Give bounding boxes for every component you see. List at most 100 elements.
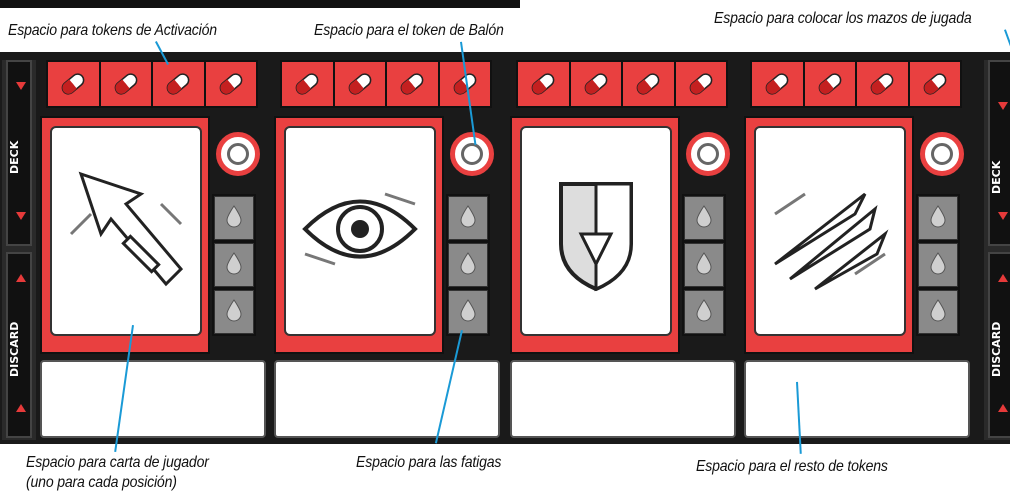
other-tokens-space[interactable] xyxy=(274,360,500,438)
fatigue-slot[interactable] xyxy=(214,196,254,240)
claw-slash-icon xyxy=(755,154,905,309)
fatigue-slot[interactable] xyxy=(448,243,488,287)
activation-token-icon xyxy=(335,62,387,106)
arrow-down-icon xyxy=(998,212,1008,220)
player-card-face xyxy=(754,126,906,336)
fatigue-slot[interactable] xyxy=(918,290,958,334)
left-side-panel: DECK DISCARD xyxy=(2,60,36,440)
player-card-space[interactable] xyxy=(744,116,914,354)
discard-label-right: DISCARD xyxy=(990,321,1003,377)
activation-token-icon xyxy=(101,62,153,106)
discard-zone-right[interactable]: DISCARD xyxy=(988,252,1010,438)
activation-token-icon xyxy=(857,62,910,106)
activation-token-row[interactable] xyxy=(750,60,962,108)
player-card-space[interactable] xyxy=(510,116,680,354)
drop-icon xyxy=(459,298,477,327)
fatigue-column xyxy=(446,194,490,336)
deck-label-left: DECK xyxy=(8,140,21,174)
activation-token-row[interactable] xyxy=(516,60,728,108)
activation-token-row[interactable] xyxy=(46,60,258,108)
drop-icon xyxy=(695,251,713,280)
other-tokens-space[interactable] xyxy=(40,360,266,438)
ball-token-space[interactable] xyxy=(686,132,730,176)
label-player-card: Espacio para carta de jugador xyxy=(26,454,209,471)
discard-zone-left[interactable]: DISCARD xyxy=(6,252,32,438)
other-tokens-space[interactable] xyxy=(744,360,970,438)
player-card-face xyxy=(520,126,672,336)
player-card-face xyxy=(284,126,436,336)
deck-label-right: DECK xyxy=(990,160,1003,194)
activation-token-icon xyxy=(910,62,961,106)
fatigue-column xyxy=(682,194,726,336)
activation-token-icon xyxy=(676,62,727,106)
label-decks: Espacio para colocar los mazos de jugada xyxy=(714,10,972,27)
fatigue-slot[interactable] xyxy=(918,196,958,240)
ball-token-space[interactable] xyxy=(450,132,494,176)
arrow-down-icon xyxy=(16,82,26,90)
drop-icon xyxy=(695,298,713,327)
label-fatigue: Espacio para las fatigas xyxy=(356,454,502,471)
arrow-up-icon xyxy=(16,404,26,412)
activation-token-icon xyxy=(153,62,206,106)
activation-token-icon xyxy=(282,62,335,106)
activation-token-icon xyxy=(387,62,440,106)
arrow-up-icon xyxy=(998,274,1008,282)
drop-icon xyxy=(225,298,243,327)
drop-icon xyxy=(225,251,243,280)
activation-token-icon xyxy=(571,62,623,106)
player-slot xyxy=(40,60,274,440)
player-card-space[interactable] xyxy=(40,116,210,354)
drop-icon xyxy=(929,251,947,280)
drop-icon xyxy=(225,204,243,233)
activation-token-icon xyxy=(206,62,257,106)
arrow-sword-icon xyxy=(51,154,201,309)
activation-token-row[interactable] xyxy=(280,60,492,108)
label-rest: Espacio para el resto de tokens xyxy=(696,458,888,475)
ball-icon xyxy=(227,143,249,165)
fatigue-column xyxy=(212,194,256,336)
ball-token-space[interactable] xyxy=(920,132,964,176)
player-card-space[interactable] xyxy=(274,116,444,354)
activation-token-icon xyxy=(805,62,857,106)
ball-icon xyxy=(461,143,483,165)
activation-token-icon xyxy=(752,62,805,106)
ball-token-space[interactable] xyxy=(216,132,260,176)
arrow-up-icon xyxy=(16,274,26,282)
header-bar xyxy=(0,0,520,8)
drop-icon xyxy=(459,251,477,280)
drop-icon xyxy=(929,298,947,327)
player-slot xyxy=(510,60,744,440)
arrow-down-icon xyxy=(16,212,26,220)
label-activation: Espacio para tokens de Activación xyxy=(8,22,217,39)
right-side-panel: DECK DISCARD xyxy=(984,60,1010,440)
arrow-down-icon xyxy=(998,102,1008,110)
activation-token-icon xyxy=(48,62,101,106)
other-tokens-space[interactable] xyxy=(510,360,736,438)
fatigue-slot[interactable] xyxy=(214,243,254,287)
fatigue-slot[interactable] xyxy=(214,290,254,334)
deck-zone-left[interactable]: DECK xyxy=(6,60,32,246)
ball-icon xyxy=(697,143,719,165)
eye-icon xyxy=(285,154,435,309)
fatigue-column xyxy=(916,194,960,336)
fatigue-slot[interactable] xyxy=(448,196,488,240)
ball-icon xyxy=(931,143,953,165)
fatigue-slot[interactable] xyxy=(684,290,724,334)
fatigue-slot[interactable] xyxy=(448,290,488,334)
shield-icon xyxy=(521,154,671,309)
arrow-up-icon xyxy=(998,404,1008,412)
player-slot xyxy=(744,60,978,440)
player-slot xyxy=(274,60,508,440)
activation-token-icon xyxy=(440,62,491,106)
fatigue-slot[interactable] xyxy=(684,243,724,287)
fatigue-slot[interactable] xyxy=(918,243,958,287)
label-ball: Espacio para el token de Balón xyxy=(314,22,504,39)
player-card-face xyxy=(50,126,202,336)
activation-token-icon xyxy=(623,62,676,106)
drop-icon xyxy=(695,204,713,233)
label-player-card-sub: (uno para cada posición) xyxy=(26,474,177,491)
activation-token-icon xyxy=(518,62,571,106)
discard-label-left: DISCARD xyxy=(8,321,21,377)
deck-zone-right[interactable]: DECK xyxy=(988,60,1010,246)
fatigue-slot[interactable] xyxy=(684,196,724,240)
